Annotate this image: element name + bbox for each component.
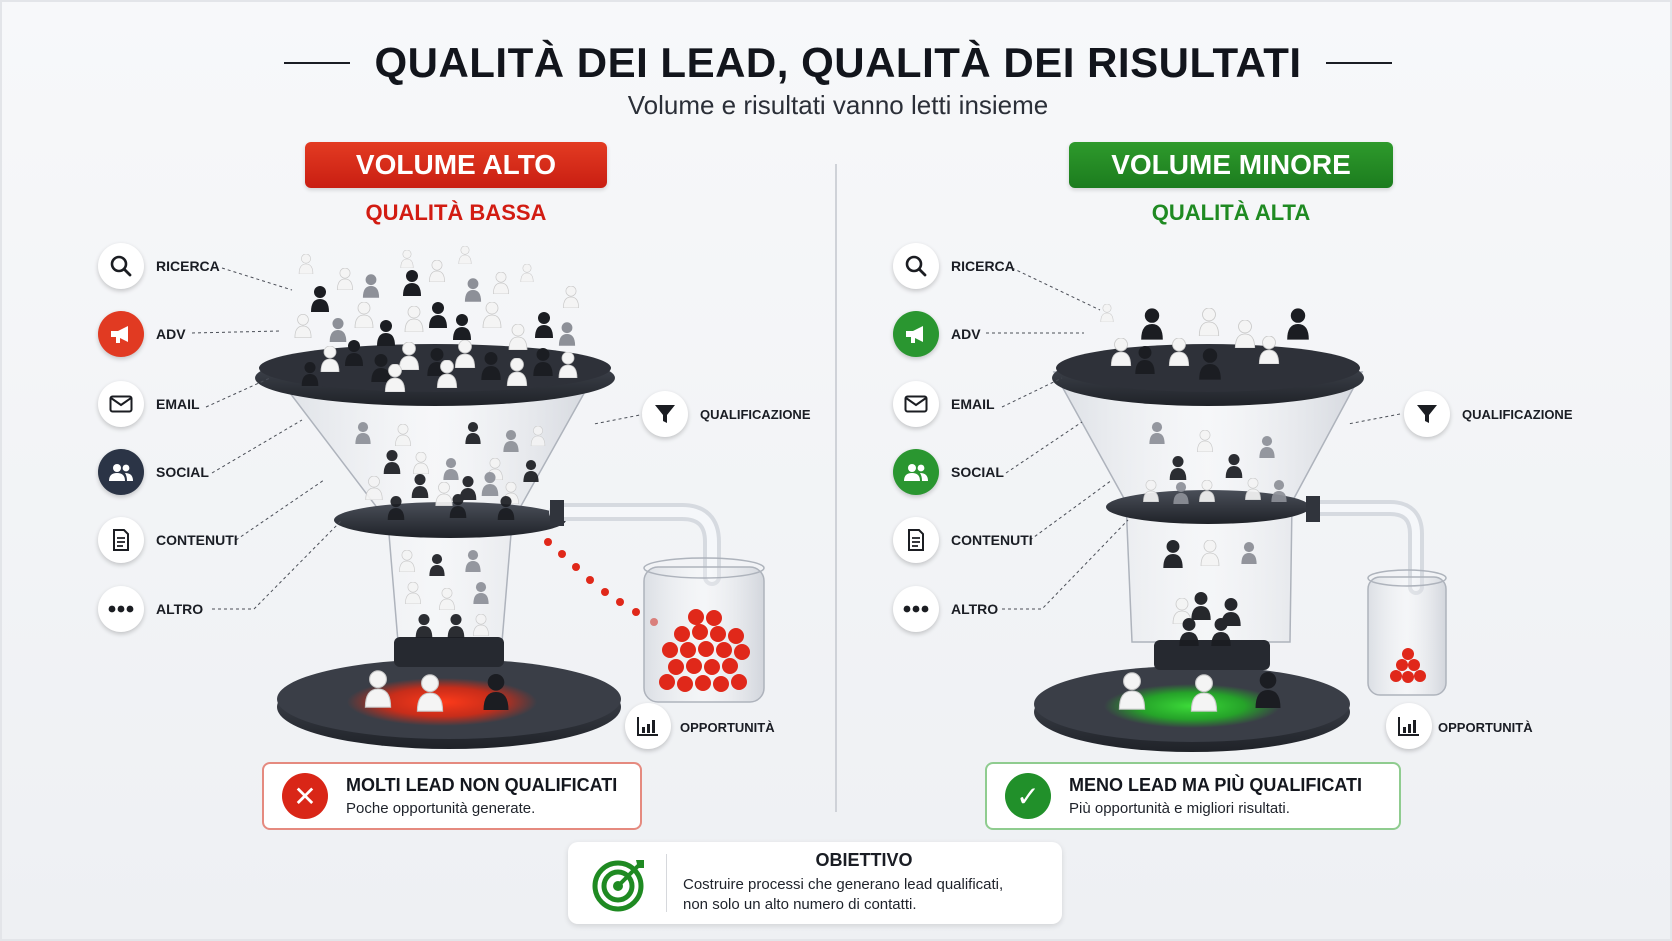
left-result-title: MOLTI LEAD NON QUALIFICATI bbox=[346, 775, 618, 795]
close-icon: ✕ bbox=[282, 773, 328, 819]
search-icon bbox=[893, 243, 939, 289]
bar-chart-icon bbox=[625, 703, 671, 749]
goal-divider bbox=[666, 854, 667, 912]
funnel-filter-icon bbox=[1404, 391, 1450, 437]
badge-volume-high: VOLUME ALTO bbox=[305, 142, 607, 188]
left-source-adv: ADV bbox=[98, 311, 186, 357]
left-source-label: ADV bbox=[156, 326, 186, 342]
right-source-label: CONTENUTI bbox=[951, 532, 1033, 548]
right-source-label: RICERCA bbox=[951, 258, 1015, 274]
right-source-email: EMAIL bbox=[893, 381, 995, 427]
left-source-search: RICERCA bbox=[98, 243, 220, 289]
page-title: QUALITÀ DEI LEAD, QUALITÀ DEI RISULTATI bbox=[374, 39, 1302, 86]
target-icon bbox=[592, 860, 644, 912]
left-funnel bbox=[191, 246, 765, 749]
quality-high-label: QUALITÀ ALTA bbox=[1151, 200, 1311, 225]
right-result-title: MENO LEAD MA PIÙ QUALIFICATI bbox=[1069, 775, 1362, 795]
left-source-social: SOCIAL bbox=[98, 449, 209, 495]
page-subtitle: Volume e risultati vanno letti insieme bbox=[627, 90, 1049, 120]
goal-text: Costruire processi che generano lead qua… bbox=[683, 875, 1003, 915]
funnel-filter-icon bbox=[642, 391, 688, 437]
megaphone-icon bbox=[98, 311, 144, 357]
right-result-box: ✓ MENO LEAD MA PIÙ QUALIFICATI Più oppor… bbox=[985, 762, 1401, 830]
title-rule-left bbox=[284, 62, 351, 64]
users-icon bbox=[893, 449, 939, 495]
right-qualification-label: QUALIFICAZIONE bbox=[1462, 407, 1573, 422]
document-icon bbox=[98, 517, 144, 563]
more-icon bbox=[893, 586, 939, 632]
left-source-label: RICERCA bbox=[156, 258, 220, 274]
quality-low-label: QUALITÀ BASSA bbox=[365, 200, 547, 225]
left-result-box: ✕ MOLTI LEAD NON QUALIFICATI Poche oppor… bbox=[262, 762, 642, 830]
check-icon: ✓ bbox=[1005, 773, 1051, 819]
right-source-social: SOCIAL bbox=[893, 449, 1004, 495]
left-result-subtitle: Poche opportunità generate. bbox=[346, 800, 536, 817]
left-source-content: CONTENUTI bbox=[98, 517, 238, 563]
right-source-search: RICERCA bbox=[893, 243, 1015, 289]
left-source-label: ALTRO bbox=[156, 601, 204, 617]
left-source-label: EMAIL bbox=[156, 396, 200, 412]
left-source-other: ALTRO bbox=[98, 586, 203, 632]
badge-volume-lower: VOLUME MINORE bbox=[1069, 142, 1393, 188]
right-source-other: ALTRO bbox=[893, 586, 998, 632]
more-icon bbox=[98, 586, 144, 632]
right-opportunity-label: OPPORTUNITÀ bbox=[1438, 720, 1533, 735]
right-source-content: CONTENUTI bbox=[893, 517, 1033, 563]
right-source-label: ALTRO bbox=[951, 601, 999, 617]
goal-title: OBIETTIVO bbox=[815, 850, 913, 870]
center-divider bbox=[835, 164, 837, 812]
right-source-adv: ADV bbox=[893, 311, 981, 357]
right-source-label: ADV bbox=[951, 326, 981, 342]
goal-line-2: non solo un alto numero di contatti. bbox=[683, 896, 917, 913]
left-opportunity-label: OPPORTUNITÀ bbox=[680, 720, 775, 735]
document-icon bbox=[893, 517, 939, 563]
left-source-label: SOCIAL bbox=[156, 464, 209, 480]
mail-icon bbox=[98, 381, 144, 427]
right-funnel bbox=[986, 267, 1447, 752]
search-icon bbox=[98, 243, 144, 289]
left-source-label: CONTENUTI bbox=[156, 532, 238, 548]
left-source-email: EMAIL bbox=[98, 381, 200, 427]
mail-icon bbox=[893, 381, 939, 427]
title-rule-right bbox=[1325, 62, 1392, 64]
left-qualification-label: QUALIFICAZIONE bbox=[700, 407, 811, 422]
bar-chart-icon bbox=[1386, 703, 1432, 749]
megaphone-icon bbox=[893, 311, 939, 357]
users-icon bbox=[98, 449, 144, 495]
right-source-label: EMAIL bbox=[951, 396, 995, 412]
right-source-label: SOCIAL bbox=[951, 464, 1004, 480]
goal-line-1: Costruire processi che generano lead qua… bbox=[683, 876, 1004, 893]
title-row: QUALITÀ DEI LEAD, QUALITÀ DEI RISULTATI bbox=[2, 38, 1672, 88]
goal-box: OBIETTIVO Costruire processi che generan… bbox=[568, 842, 1062, 924]
right-result-subtitle: Più opportunità e migliori risultati. bbox=[1069, 800, 1290, 817]
